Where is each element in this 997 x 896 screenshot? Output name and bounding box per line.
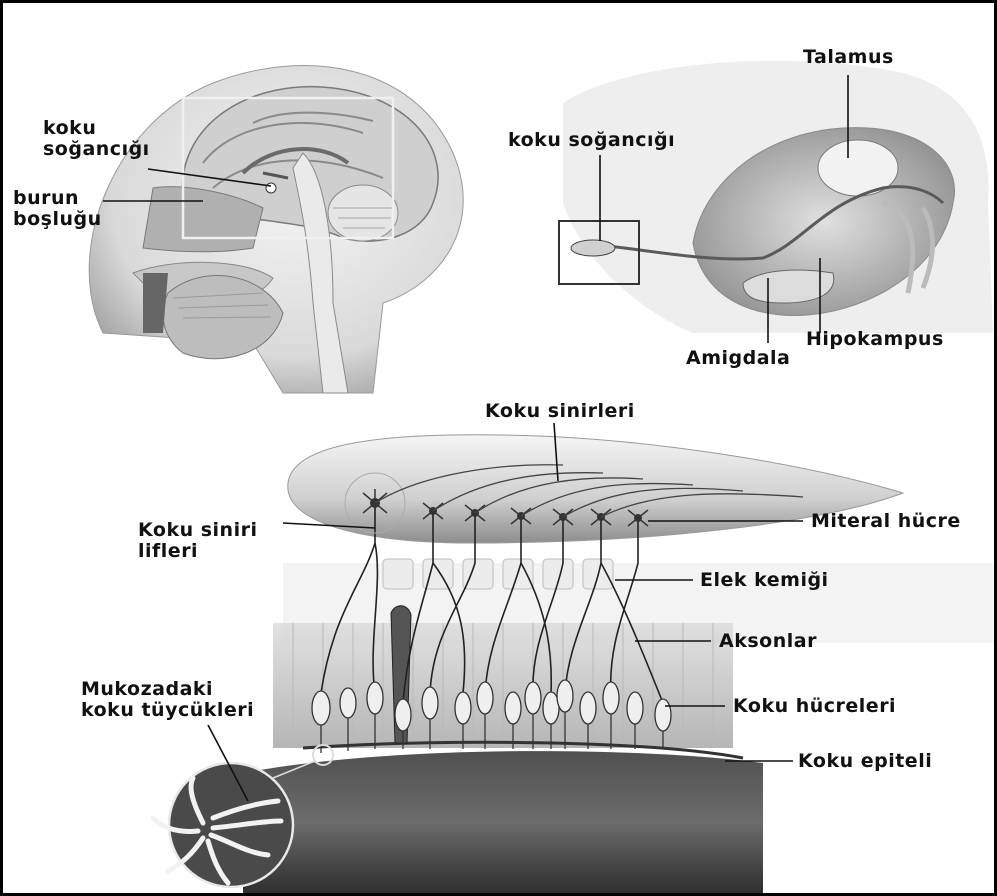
epithelium-detail (153, 435, 993, 893)
head-section (89, 66, 463, 393)
label-koku-sinirleri: Koku sinirleri (485, 401, 635, 422)
label-mukozadaki-koku-tuycukleri: Mukozadaki koku tüycükleri (81, 679, 254, 721)
label-elek-kemigi: Elek kemiği (700, 570, 829, 591)
label-koku-sogancigi-right: koku soğancığı (508, 130, 675, 151)
label-koku-sogancigi-left: koku soğancığı (43, 118, 150, 160)
label-aksonlar: Aksonlar (719, 631, 817, 652)
label-hipokampus: Hipokampus (806, 329, 944, 350)
label-burun-boslugu: burun boşluğu (13, 188, 102, 230)
label-miteral-hucre: Miteral hücre (811, 511, 961, 532)
label-amigdala: Amigdala (686, 348, 790, 369)
label-koku-hucreleri: Koku hücreleri (733, 696, 896, 717)
label-koku-siniri-lifleri: Koku siniri lifleri (138, 520, 257, 562)
label-talamus: Talamus (803, 47, 894, 68)
limbic-section (559, 61, 993, 333)
label-koku-epiteli: Koku epiteli (798, 751, 932, 772)
